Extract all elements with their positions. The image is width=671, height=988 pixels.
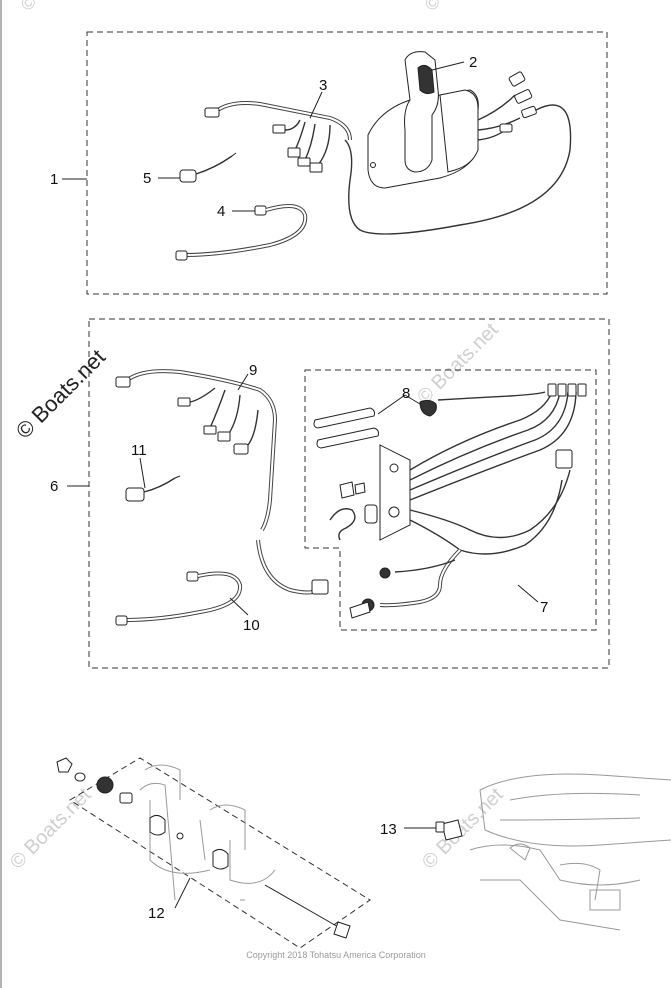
part-11-lead — [125, 475, 181, 502]
callout-11: 11 — [131, 442, 147, 459]
motor-bracket — [435, 773, 671, 931]
watermark-mid: © Boats.net — [413, 319, 503, 409]
callout-5: 5 — [143, 170, 151, 187]
group-12-box — [69, 757, 371, 949]
remote-box-connectors — [344, 71, 572, 235]
callout-1: 1 — [50, 171, 58, 188]
leader-11 — [139, 457, 146, 489]
group-6-box — [88, 318, 610, 669]
watermark-top-right: © Boats.net — [421, 0, 502, 15]
group-7-box — [304, 369, 597, 631]
part-10-lead — [115, 571, 243, 626]
callout-10: 10 — [243, 617, 260, 634]
leader-9 — [237, 373, 249, 391]
part-5-lead — [179, 152, 237, 183]
leader-3 — [309, 91, 323, 119]
remote-control-box — [367, 51, 479, 189]
watermark-bottom-left: © Boats.net — [6, 784, 96, 874]
part-4-lead — [175, 204, 308, 261]
callout-8: 8 — [402, 385, 410, 402]
callout-12: 12 — [148, 905, 165, 922]
part-7-switch-panel — [329, 383, 587, 619]
callout-2: 2 — [469, 54, 477, 71]
leader-2 — [431, 61, 465, 71]
callout-13: 13 — [380, 821, 397, 838]
harness-3 — [204, 101, 352, 173]
leader-8a — [377, 394, 406, 415]
callout-4: 4 — [217, 203, 225, 220]
group-12-mount — [56, 757, 371, 949]
leader-10 — [229, 597, 249, 616]
watermark-top-left: © Boats.net — [17, 0, 98, 15]
leader-12 — [174, 877, 191, 909]
callout-6: 6 — [50, 478, 58, 495]
watermark-bottom-right: © Boats.net — [418, 784, 508, 874]
harness-9 — [115, 369, 329, 595]
leader-7 — [517, 584, 539, 603]
group-1-box — [86, 31, 608, 295]
part-8-sleeves — [313, 399, 437, 449]
callout-9: 9 — [249, 362, 257, 379]
copyright-text: Copyright 2018 Tohatsu America Corporati… — [246, 950, 425, 960]
watermark-left-dark: © Boats.net — [11, 344, 110, 443]
leader-8b — [404, 394, 421, 405]
callout-3: 3 — [319, 77, 327, 94]
callout-7: 7 — [540, 599, 548, 616]
